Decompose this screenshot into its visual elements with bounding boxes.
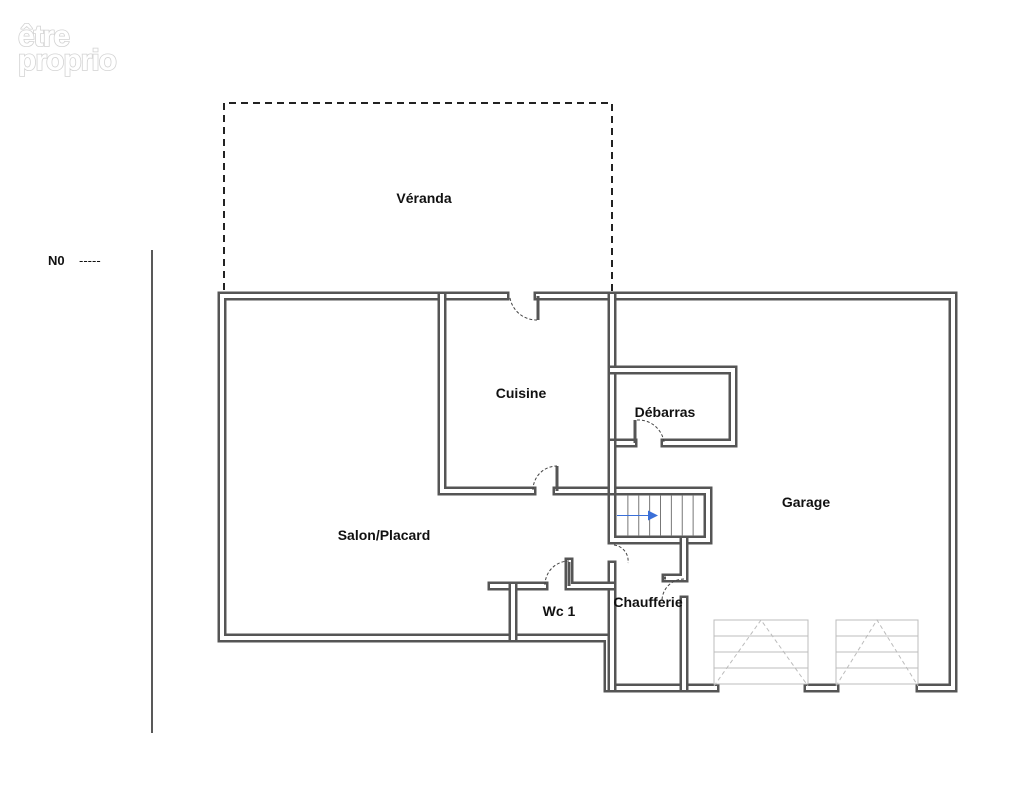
room-label-veranda: Véranda <box>396 190 451 206</box>
garage-door-2 <box>835 619 919 687</box>
room-label-wc: Wc 1 <box>543 603 576 619</box>
room-label-garage: Garage <box>782 494 830 510</box>
garage-door-panel <box>713 667 809 685</box>
door-swing-boiler <box>661 578 685 601</box>
walls <box>217 291 958 693</box>
room-label-living: Salon/Placard <box>338 527 431 543</box>
doors <box>509 296 685 601</box>
door-swing-kitchen-living <box>532 465 558 491</box>
door-swing-hall <box>613 544 629 564</box>
garage-door-panel <box>835 635 919 653</box>
logo-line-2: proprio <box>18 44 117 77</box>
garage-doors <box>713 619 919 687</box>
staircase <box>617 495 694 536</box>
kitchen-wall-east <box>552 291 617 496</box>
door-swing-kitchen-veranda <box>509 297 538 321</box>
garage-door-swing <box>713 619 809 687</box>
wc-wall-top-right <box>564 557 617 591</box>
boiler-wall-top <box>661 535 689 583</box>
level-dashes: ----- <box>79 253 101 268</box>
garage-door-panel <box>713 635 809 653</box>
garage-door-panel <box>713 619 809 637</box>
garage-door-1 <box>713 619 809 687</box>
logo-line-1: être <box>18 20 69 53</box>
room-label-boiler: Chaufferie <box>613 594 682 610</box>
level-marker: N0 ----- <box>48 250 153 733</box>
garage-door-panel <box>835 619 919 637</box>
room-label-kitchen: Cuisine <box>496 385 547 401</box>
garage-door-panel <box>835 667 919 685</box>
garage-door-swing <box>835 619 919 687</box>
stair-direction-arrow-icon <box>648 510 658 521</box>
level-label: N0 <box>48 253 65 268</box>
room-label-storage: Débarras <box>635 404 696 420</box>
room-labels: Véranda Cuisine Débarras Garage Salon/Pl… <box>338 190 831 619</box>
logo: être proprio <box>17 19 118 78</box>
door-swing-storage <box>636 419 665 443</box>
